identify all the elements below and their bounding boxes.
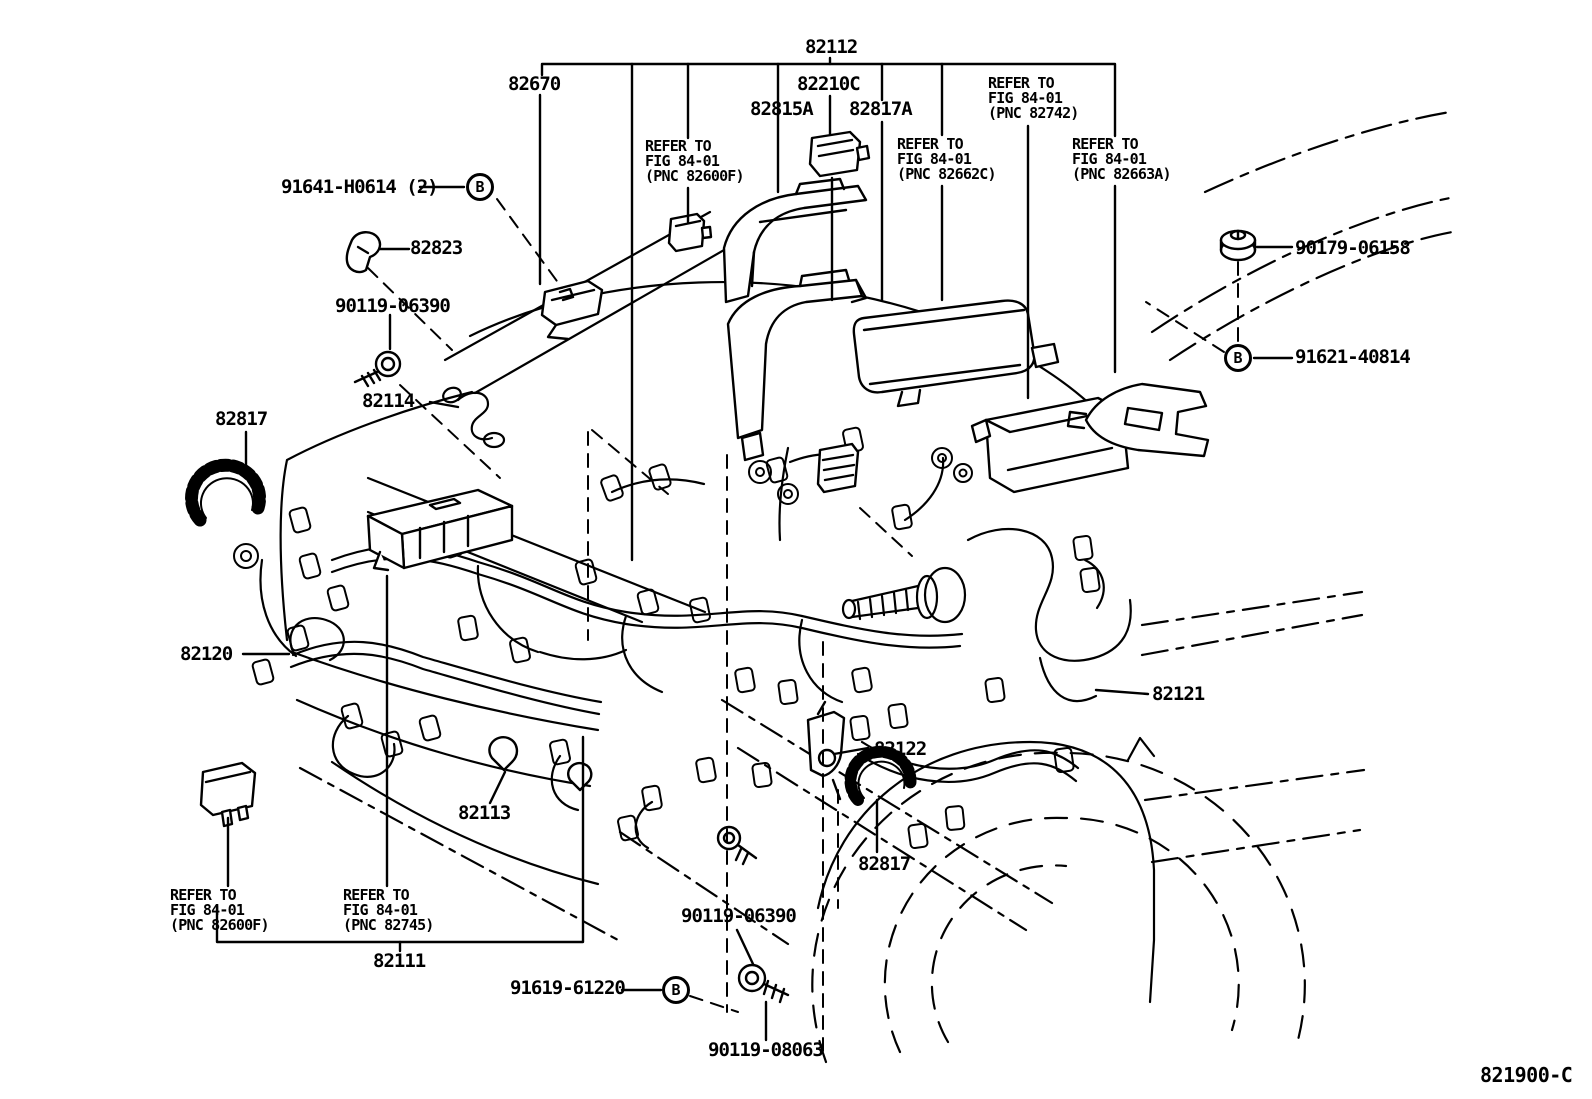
part-label-82823: 82823 — [410, 237, 463, 259]
part-label-82112: 82112 — [805, 36, 858, 58]
drawing-code: 821900-C — [1480, 1063, 1573, 1087]
bolt-90119-06390-center — [716, 825, 758, 866]
part-label-82111: 82111 — [373, 950, 426, 972]
ref-note-82745: REFER TO FIG 84-01 (PNC 82745) — [343, 886, 434, 934]
part-label-82817-left: 82817 — [215, 408, 268, 430]
part-label-82817a: 82817A — [849, 98, 913, 120]
bolt-marker-b-top: B — [466, 173, 494, 201]
bolt-90119-08063 — [737, 963, 790, 1004]
part-label-82817-bottom: 82817 — [858, 853, 911, 875]
component-parts — [185, 130, 1257, 1004]
ref-note-82600f-top: REFER TO FIG 84-01 (PNC 82600F) — [645, 137, 745, 185]
part-label-82815a: 82815A — [750, 98, 814, 120]
part-label-91621-40814: 91621-40814 — [1295, 346, 1411, 368]
dashed-reference-lines — [367, 198, 1239, 1053]
part-label-82120: 82120 — [180, 643, 233, 665]
part-label-90119-06390-bottom: 90119-06390 — [681, 905, 797, 927]
leader-lines — [215, 56, 1294, 1042]
ref-note-82662c: REFER TO FIG 84-01 (PNC 82662C) — [897, 135, 997, 183]
part-label-91619-61220: 91619-61220 — [510, 977, 626, 999]
ring-82817-right — [844, 745, 917, 806]
bolt-marker-b-bottom: B — [662, 976, 690, 1004]
part-label-82114: 82114 — [362, 390, 415, 412]
ref-note-82600f-bottom: REFER TO FIG 84-01 (PNC 82600F) — [170, 886, 270, 934]
part-label-82122: 82122 — [874, 738, 927, 760]
harness-connectors — [251, 426, 1101, 850]
ring-82817-left — [185, 458, 267, 527]
ref-note-82742: REFER TO FIG 84-01 (PNC 82742) — [988, 74, 1079, 122]
nut-90179-06158 — [1219, 229, 1257, 262]
part-label-91641-h0614: 91641-H0614 (2) — [281, 176, 439, 198]
bolt-marker-b-right: B — [1224, 344, 1252, 372]
part-label-90179-06158: 90179-06158 — [1295, 237, 1411, 259]
part-label-82121: 82121 — [1152, 683, 1205, 705]
bolt-90119-06390-left — [353, 350, 402, 388]
part-label-90119-06390-left: 90119-06390 — [335, 295, 451, 317]
part-label-82210c: 82210C — [797, 73, 861, 95]
part-label-90119-08063: 90119-08063 — [708, 1039, 824, 1061]
part-label-82670: 82670 — [508, 73, 561, 95]
ref-note-82663a: REFER TO FIG 84-01 (PNC 82663A) — [1072, 135, 1172, 183]
part-label-82113: 82113 — [458, 802, 511, 824]
